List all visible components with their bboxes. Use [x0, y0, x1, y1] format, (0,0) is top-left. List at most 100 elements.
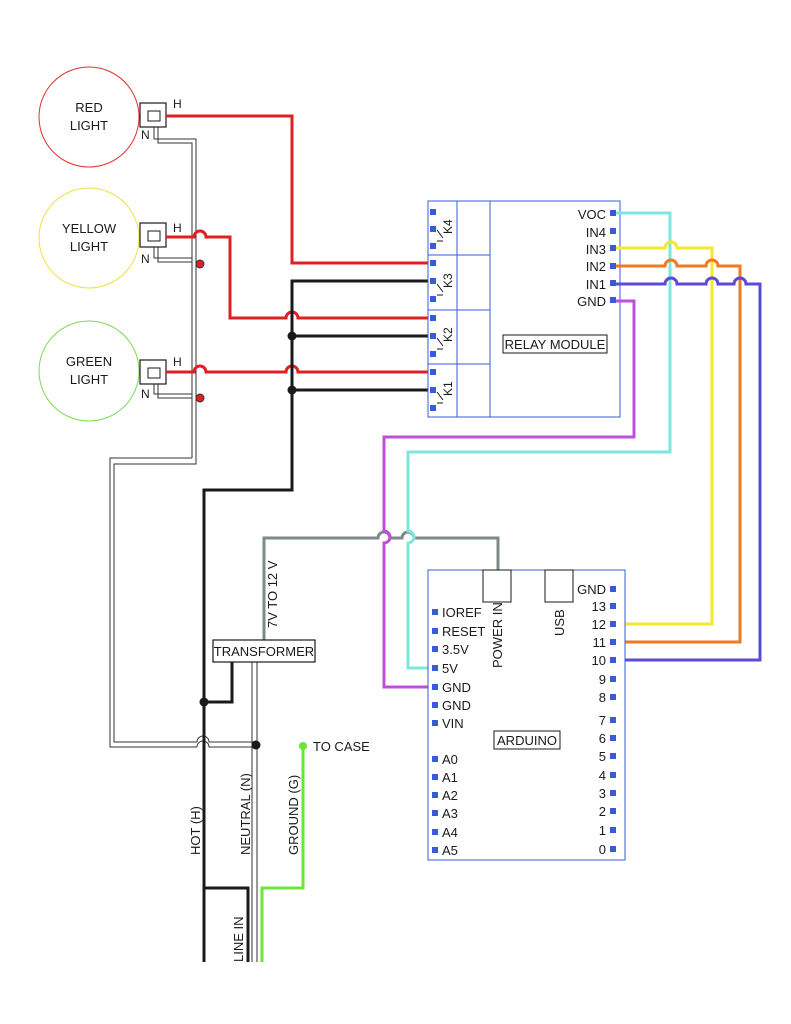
- socket-inner: [147, 230, 161, 242]
- neutral-wire-green: [153, 384, 192, 395]
- ground-wire: [260, 746, 305, 962]
- relay-module: K4 K3 K2 K1 VOC IN4 IN3 IN2 IN1: [427, 200, 621, 418]
- arduino-pin-marker: [610, 694, 616, 700]
- arduino-pin-marker: [610, 846, 616, 852]
- arduino-title: ARDUINO: [497, 733, 557, 748]
- ground-wiring: TO CASE: [260, 739, 370, 962]
- neutral-wire-yellow: [153, 247, 192, 259]
- arduino-pin-11: 11: [593, 635, 607, 650]
- arduino-pin-3: 3: [599, 786, 606, 801]
- arduino-pin-marker: [610, 639, 616, 645]
- relay-pin-in1: IN1: [586, 277, 606, 292]
- relay-terminal: [430, 351, 436, 357]
- yellow-light-label-line2: LIGHT: [70, 239, 108, 254]
- arduino-pin-3v5: 3.5V: [442, 642, 469, 657]
- arduino-pin-8: 8: [599, 690, 606, 705]
- arduino-pin-gnd-2: GND: [442, 698, 471, 713]
- relay-terminal: [430, 209, 436, 215]
- transformer-label: TRANSFORMER: [214, 644, 314, 659]
- neutral-wire-yellow-inner: [157, 247, 192, 263]
- socket-body: [139, 102, 167, 128]
- yellow-light-label-line1: YELLOW: [62, 221, 117, 236]
- neutral-wire-red-inner: [157, 127, 193, 458]
- hot-wires: [166, 114, 432, 374]
- neutral-label: NEUTRAL (N): [238, 773, 253, 855]
- red-light-label-line1: RED: [75, 100, 102, 115]
- arduino-pin-marker: [610, 772, 616, 778]
- arduino-pin-gnd-1: GND: [442, 680, 471, 695]
- arduino-pin-a5: A5: [442, 843, 458, 858]
- socket-hot-label: H: [173, 221, 182, 235]
- arduino-pin-a2: A2: [442, 788, 458, 803]
- red-light-hot-wire: [166, 114, 432, 265]
- transformer-box: [212, 639, 316, 663]
- relay-pin-marker: [610, 297, 616, 303]
- neutral-trunk-inner: [109, 457, 197, 748]
- arduino-pin-gnd-digital: GND: [577, 582, 606, 597]
- relay-channel-k2: K2: [441, 327, 455, 342]
- yellow-light-hot-wire: [166, 229, 432, 320]
- relay-channel-k3: K3: [441, 273, 455, 288]
- relay-pin-marker: [610, 263, 616, 269]
- usb-port: [544, 569, 574, 603]
- green-light-hot-wire: [166, 364, 432, 374]
- relay-pin-in4: IN4: [586, 225, 606, 240]
- relay-terminal: [430, 369, 436, 375]
- relay-pin-in2: IN2: [586, 259, 606, 274]
- junction-dot: [287, 331, 297, 341]
- relay-terminal: [430, 260, 436, 266]
- signal-wires: [382, 211, 762, 689]
- green-light: GREEN LIGHT: [38, 320, 140, 422]
- arduino-board: POWER IN USB IOREF RESET 3.5V 5V GND GND…: [427, 569, 626, 861]
- arduino-pin-marker: [432, 720, 438, 726]
- neutral-wiring: [109, 127, 258, 962]
- neutral-wire-green-inner: [157, 384, 192, 399]
- relay-terminal: [430, 296, 436, 302]
- arduino-pin-marker: [610, 735, 616, 741]
- socket-neutral-label: N: [141, 387, 150, 401]
- arduino-pin-5: 5: [599, 749, 606, 764]
- neutral-hop: [196, 735, 256, 743]
- green-light-circle: [38, 320, 140, 422]
- to-case-label: TO CASE: [313, 739, 370, 754]
- arduino-pin-marker: [610, 827, 616, 833]
- neutral-trunk-outer: [113, 458, 197, 743]
- relay-terminal: [430, 243, 436, 249]
- green-light-socket: H N: [139, 355, 182, 401]
- junction-dot: [251, 740, 261, 750]
- transformer-output-label: 7V TO 12 V: [265, 560, 280, 628]
- arduino-board-outline: [427, 569, 626, 861]
- arduino-pin-marker: [610, 753, 616, 759]
- arduino-pin-marker: [432, 792, 438, 798]
- arduino-left-pin-markers: [432, 609, 438, 853]
- relay-pin-in3: IN3: [586, 242, 606, 257]
- junction-dot: [195, 259, 205, 269]
- arduino-pin-1: 1: [599, 823, 606, 838]
- arduino-pin-marker: [432, 684, 438, 690]
- arduino-pin-marker: [610, 808, 616, 814]
- green-light-label-line1: GREEN: [66, 354, 112, 369]
- relay-contact-symbols: [436, 229, 444, 404]
- socket-inner: [147, 110, 161, 122]
- relay-pin-marker: [610, 280, 616, 286]
- relay-terminal: [430, 405, 436, 411]
- junction-dot: [195, 393, 205, 403]
- relay-pin-marker: [610, 228, 616, 234]
- red-light: RED LIGHT: [38, 66, 140, 168]
- power-in-jack: [482, 569, 512, 603]
- arduino-pin-13: 13: [592, 599, 606, 614]
- arduino-pin-marker: [610, 586, 616, 592]
- junction-dot: [199, 697, 209, 707]
- arduino-pin-marker: [432, 756, 438, 762]
- relay-channel-k4: K4: [441, 219, 455, 234]
- green-light-label-line2: LIGHT: [70, 372, 108, 387]
- relay-module-title-box: [502, 334, 608, 354]
- socket-neutral-label: N: [141, 252, 150, 266]
- neutral-wire-red: [153, 127, 197, 458]
- vcc-5v-wire: [406, 211, 672, 670]
- relay-channel-k1: K1: [441, 381, 455, 396]
- relay-terminal: [430, 315, 436, 321]
- relay-terminal: [430, 226, 436, 232]
- relay-module-board: [427, 200, 621, 418]
- arduino-pin-marker: [432, 628, 438, 634]
